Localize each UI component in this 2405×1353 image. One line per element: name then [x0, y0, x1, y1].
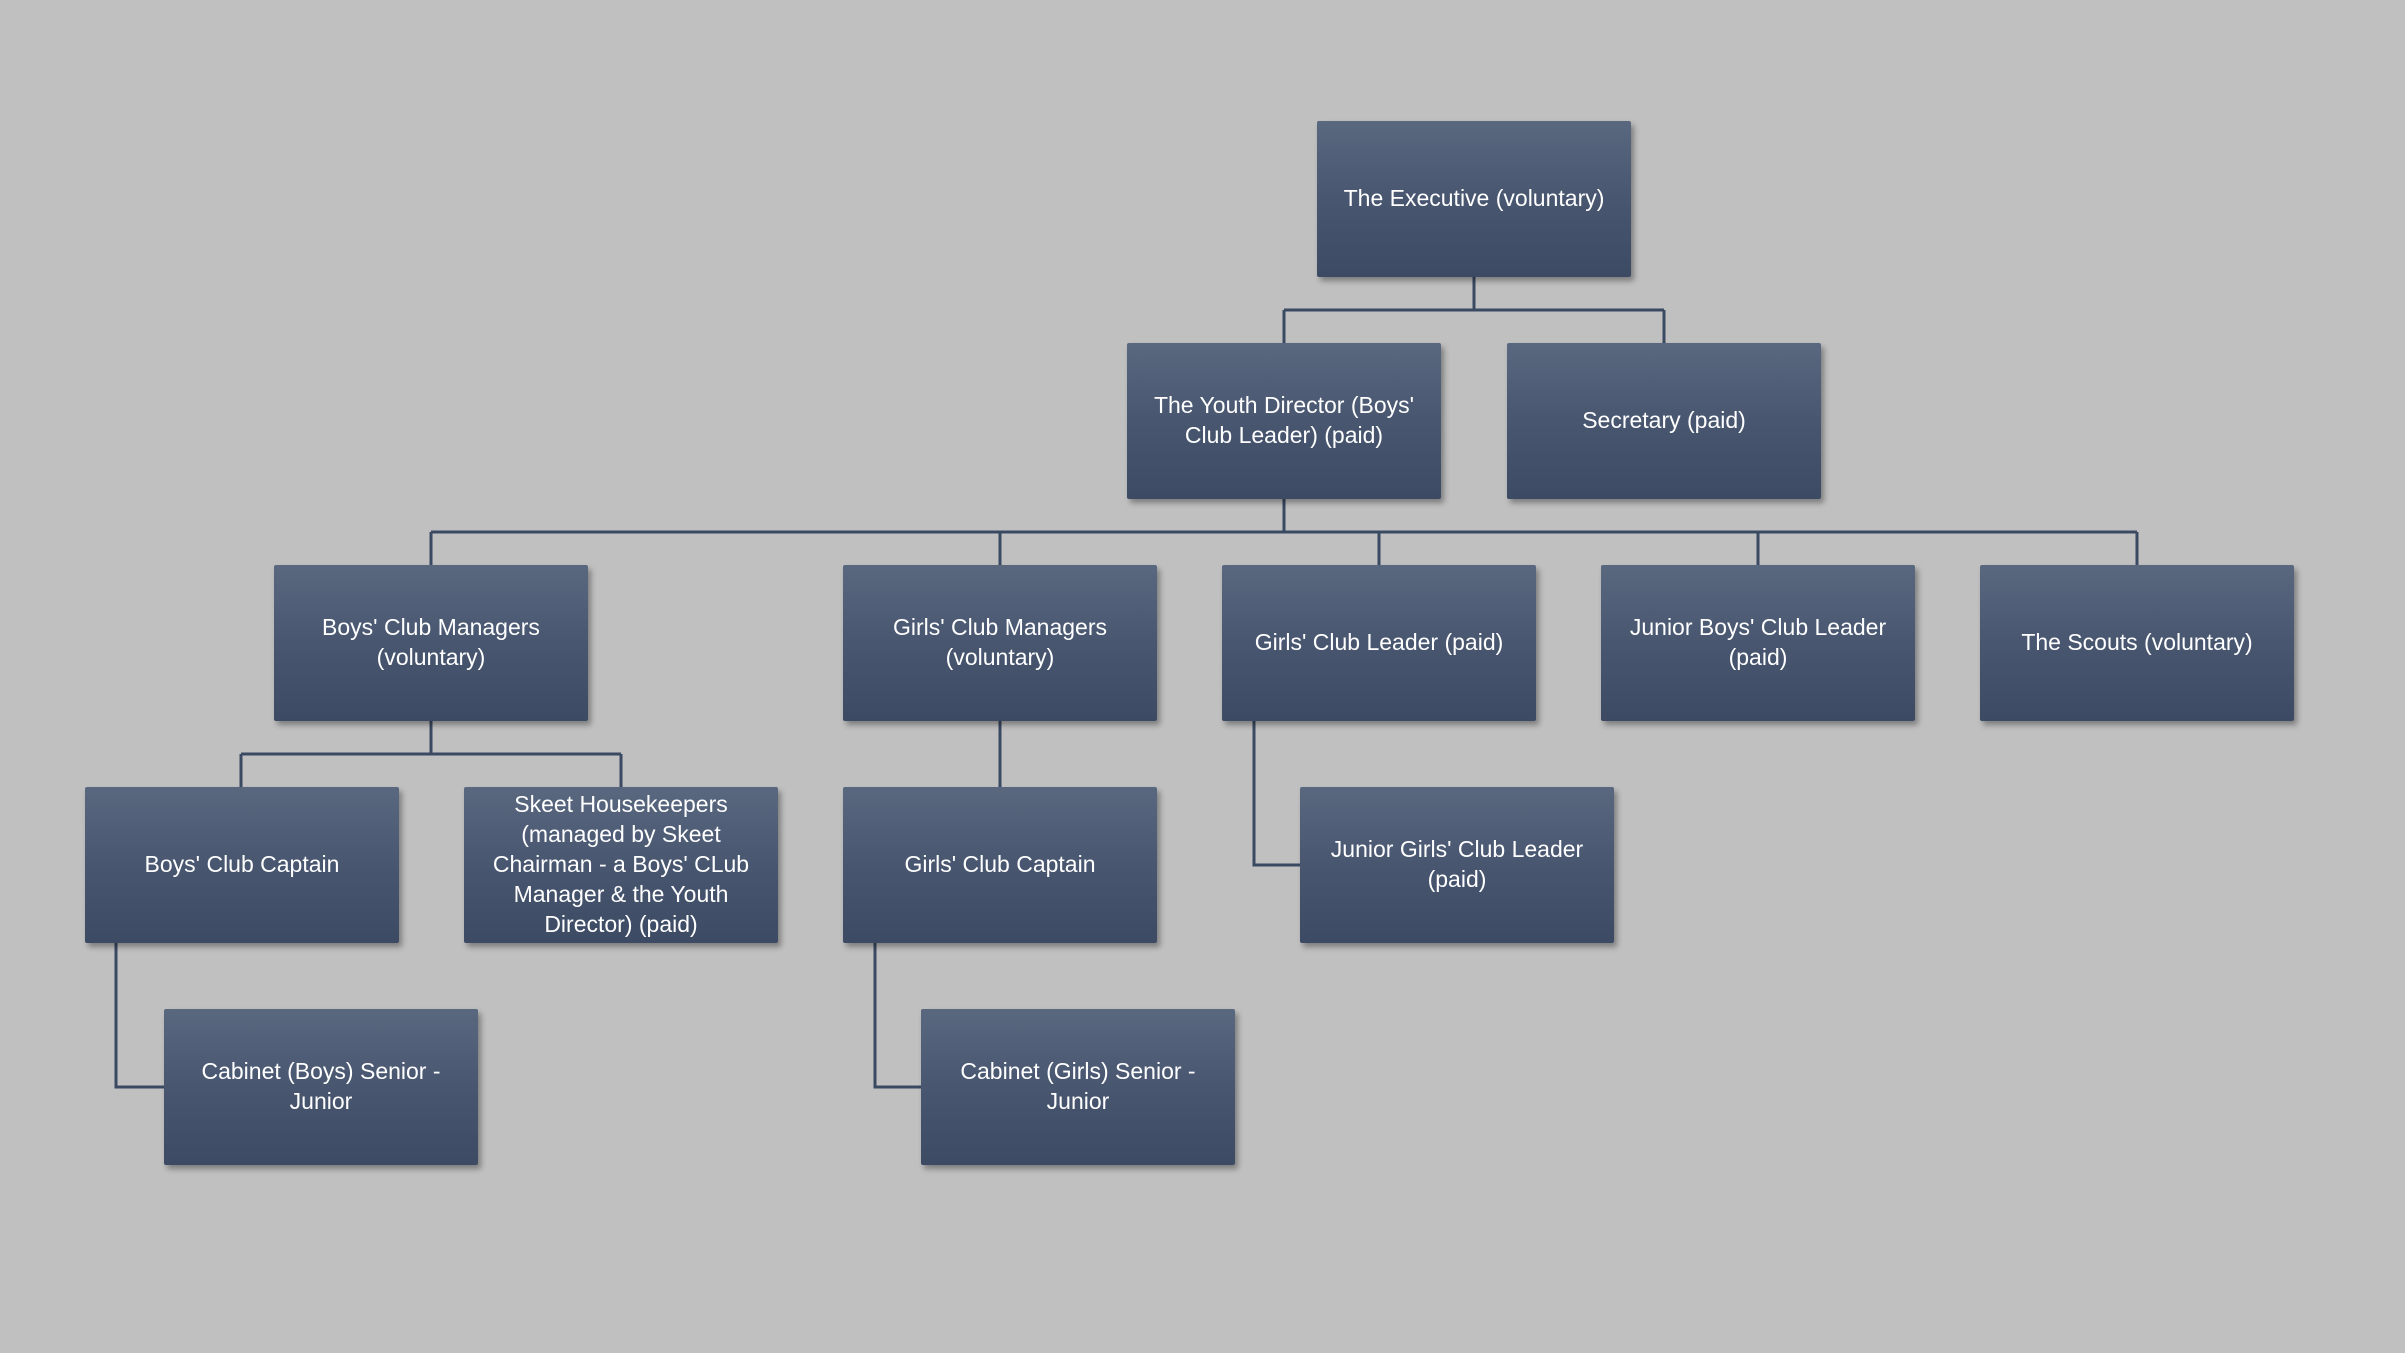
node-girls-club-managers: Girls' Club Managers (voluntary): [843, 565, 1157, 721]
node-cabinet-girls: Cabinet (Girls) Senior - Junior: [921, 1009, 1235, 1165]
connector-boys-club-captain: [114, 943, 164, 1089]
node-cabinet-girls-label: Cabinet (Girls) Senior - Junior: [960, 1058, 1196, 1114]
connector-boys-club-managers: [239, 721, 623, 787]
node-youth-director-label: The Youth Director (Boys' Club Leader) (…: [1153, 392, 1415, 448]
node-the-scouts-label: The Scouts (voluntary): [2021, 629, 2253, 656]
node-boys-club-managers: Boys' Club Managers (voluntary): [274, 565, 588, 721]
node-girls-club-captain: Girls' Club Captain: [843, 787, 1157, 943]
node-secretary: Secretary (paid): [1507, 343, 1821, 499]
node-secretary-label: Secretary (paid): [1582, 407, 1746, 434]
connector-girls-club-captain: [873, 943, 921, 1089]
node-skeet-housekeepers-label: Skeet Housekeepers (managed by Skeet Cha…: [492, 791, 750, 937]
node-junior-boys-club-leader: Junior Boys' Club Leader (paid): [1601, 565, 1915, 721]
node-boys-club-managers-label: Boys' Club Managers (voluntary): [322, 614, 540, 670]
node-the-scouts: The Scouts (voluntary): [1980, 565, 2294, 721]
node-boys-club-captain-label: Boys' Club Captain: [144, 851, 340, 878]
connector-youth-director: [429, 499, 2139, 565]
connector-girls-club-leader: [1252, 721, 1300, 867]
node-girls-club-managers-label: Girls' Club Managers (voluntary): [892, 614, 1108, 670]
node-girls-club-leader-label: Girls' Club Leader (paid): [1254, 629, 1504, 656]
node-cabinet-boys: Cabinet (Boys) Senior - Junior: [164, 1009, 478, 1165]
connector-executive: [1282, 277, 1666, 343]
node-junior-boys-club-leader-label: Junior Boys' Club Leader (paid): [1629, 614, 1887, 670]
node-skeet-housekeepers: Skeet Housekeepers (managed by Skeet Cha…: [464, 787, 778, 943]
node-youth-director: The Youth Director (Boys' Club Leader) (…: [1127, 343, 1441, 499]
node-cabinet-boys-label: Cabinet (Boys) Senior - Junior: [201, 1058, 441, 1114]
node-junior-girls-club-leader: Junior Girls' Club Leader (paid): [1300, 787, 1614, 943]
node-girls-club-leader: Girls' Club Leader (paid): [1222, 565, 1536, 721]
node-executive-label: The Executive (voluntary): [1343, 185, 1605, 212]
node-boys-club-captain: Boys' Club Captain: [85, 787, 399, 943]
node-girls-club-captain-label: Girls' Club Captain: [904, 851, 1096, 878]
node-executive: The Executive (voluntary): [1317, 121, 1631, 277]
node-junior-girls-club-leader-label: Junior Girls' Club Leader (paid): [1330, 836, 1584, 892]
